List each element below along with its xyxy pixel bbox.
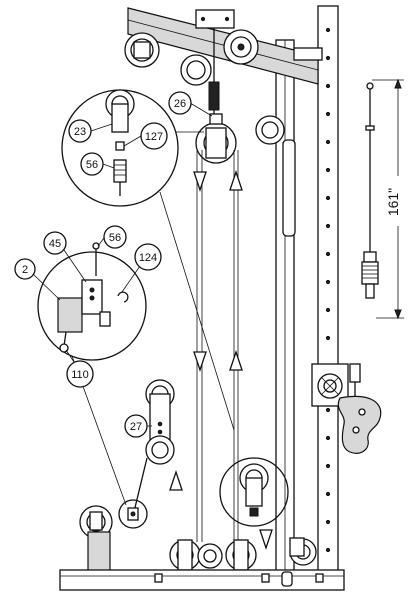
weight-tube — [282, 139, 296, 237]
svg-text:23: 23 — [74, 126, 86, 138]
lower-pulley-left — [169, 539, 201, 571]
cable-161-detail — [361, 78, 408, 320]
pulley-27-assembly — [131, 379, 175, 521]
callout-110: 110 — [65, 349, 94, 388]
right-bracket — [311, 363, 382, 454]
detail-circle-left — [37, 242, 147, 506]
svg-text:110: 110 — [71, 369, 89, 381]
pulley-26-assembly — [195, 113, 237, 164]
top-pulley-right — [223, 29, 259, 65]
lower-pulley-right — [225, 539, 257, 571]
callout-124: 124 — [121, 243, 162, 293]
svg-text:127: 127 — [145, 131, 163, 143]
callout-127: 127 — [123, 122, 168, 150]
svg-text:56: 56 — [109, 232, 121, 244]
main-upright — [275, 5, 339, 589]
callout-26: 26 — [168, 91, 213, 117]
svg-text:124: 124 — [139, 252, 157, 264]
callout-45: 45 — [43, 231, 87, 283]
svg-text:56: 56 — [86, 159, 98, 171]
cables — [169, 150, 273, 551]
callout-2: 2 — [14, 258, 61, 301]
svg-text:26: 26 — [174, 98, 186, 110]
detail-circle-lower-left — [118, 499, 148, 529]
callout-27: 27 — [124, 414, 152, 438]
top-arm — [127, 7, 323, 85]
detail-circle-lower-right — [219, 457, 289, 527]
lower-pulley-center — [197, 543, 223, 569]
detail-circle-top — [61, 89, 235, 431]
svg-text:2: 2 — [22, 264, 28, 276]
floor-pulley-left — [79, 505, 113, 577]
base-rail — [59, 537, 345, 591]
callout-56-mid: 56 — [97, 225, 127, 249]
top-pulley-left — [124, 32, 160, 68]
callout-56-top: 56 — [80, 152, 115, 176]
top-pulley-middle — [180, 54, 212, 86]
callout-23: 23 — [68, 119, 113, 143]
side-pulley — [255, 115, 285, 145]
svg-text:45: 45 — [49, 238, 61, 250]
svg-text:27: 27 — [130, 421, 142, 433]
upright-holes — [325, 27, 331, 553]
dimension-label: 161" — [385, 188, 401, 216]
